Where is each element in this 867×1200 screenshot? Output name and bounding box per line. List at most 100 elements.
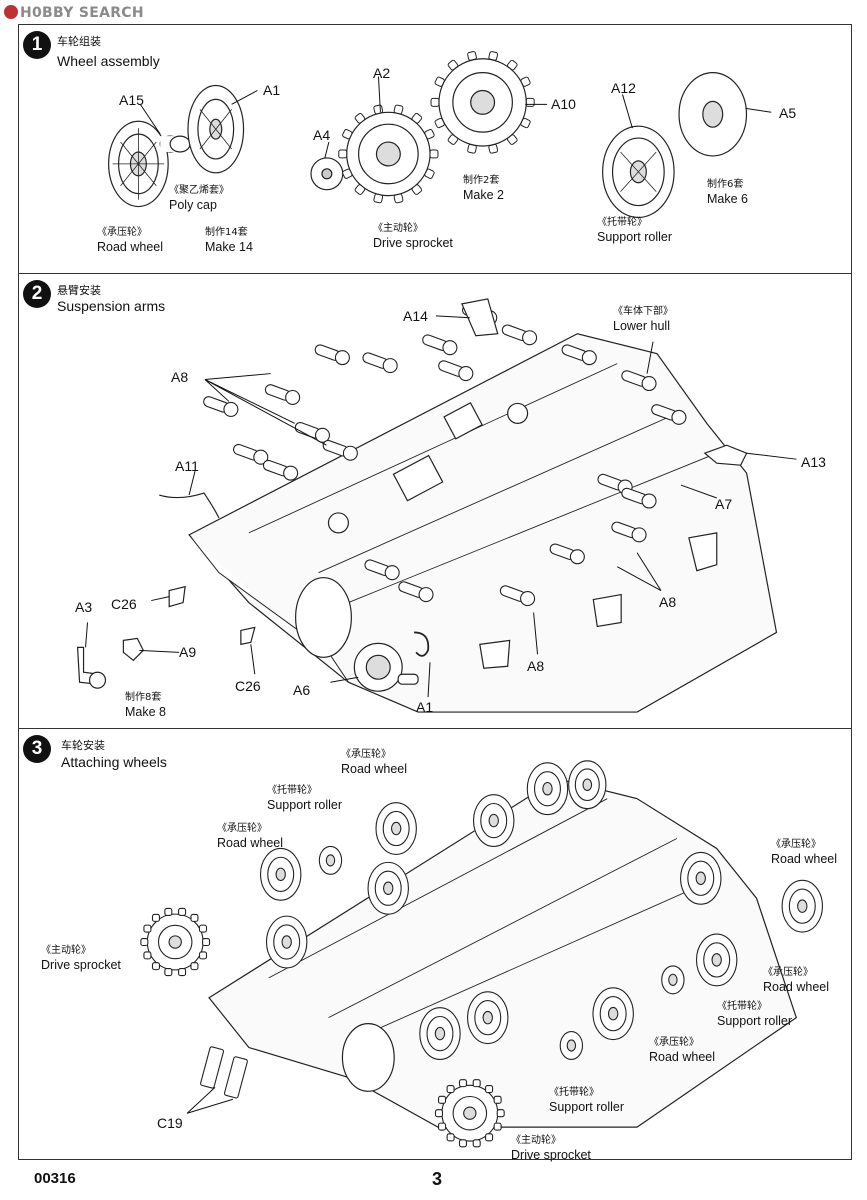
label-A14: A14 (403, 308, 428, 324)
suspension-arms-illustration (76, 298, 797, 713)
callout-road-wheel-2: 《承压轮》 Road wheel (217, 821, 283, 851)
label-A12: A12 (611, 80, 636, 96)
label-A13: A13 (801, 454, 826, 470)
support-roller-caption: 《托带轮》 Support roller (597, 215, 672, 245)
callout-support-roller-2: 《托带轮》 Support roller (717, 999, 792, 1029)
callout-road-wheel-3-en: Road wheel (771, 852, 838, 866)
poly-cap-cn: 《聚乙烯套》 (169, 185, 229, 196)
callout-support-roller-2-cn: 《托带轮》 (717, 1001, 767, 1012)
wheel-assembly-illustration (108, 51, 772, 219)
step-2-title-cn: 悬臂安装 (57, 284, 101, 297)
watermark: H0BBY SEARCH (4, 5, 144, 21)
poly-cap-caption: 《聚乙烯套》 Poly cap (169, 183, 229, 213)
label-C26-bottom: C26 (235, 678, 261, 694)
label-A11: A11 (175, 458, 199, 474)
make-8-en: Make 8 (125, 705, 166, 719)
callout-support-roller-1-cn: 《托带轮》 (267, 785, 317, 796)
page-number: 3 (432, 1169, 443, 1189)
label-A10: A10 (551, 96, 576, 112)
drive-sprocket-make-cn: 制作2套 (463, 175, 500, 186)
step-3-title-en: Attaching wheels (61, 754, 167, 770)
label-A3: A3 (75, 599, 93, 615)
support-roller-cn: 《托带轮》 (597, 217, 647, 228)
road-wheel-make: 制作14套 Make 14 (205, 225, 253, 255)
step-1-number: 1 (23, 31, 51, 59)
step-2-title-en: Suspension arms (57, 298, 166, 314)
watermark-text: H0BBY SEARCH (20, 5, 144, 21)
drive-sprocket-cn: 《主动轮》 (373, 223, 423, 234)
support-roller-make: 制作6套 Make 6 (707, 177, 748, 207)
road-wheel-caption: 《承压轮》 Road wheel (97, 225, 163, 255)
label-A6: A6 (293, 682, 311, 698)
watermark-logo-icon (4, 5, 18, 19)
callout-road-wheel-4: 《承压轮》 Road wheel (763, 965, 829, 995)
label-C26-left: C26 (111, 596, 137, 612)
label-A4: A4 (313, 127, 331, 143)
road-wheel-en: Road wheel (97, 240, 164, 254)
callout-road-wheel-1: 《承压轮》 Road wheel (341, 747, 407, 777)
callout-drive-sprocket-2-cn: 《主动轮》 (511, 1135, 561, 1146)
road-wheel-make-cn: 制作14套 (205, 227, 248, 238)
label-A8-top: A8 (171, 369, 189, 385)
callout-road-wheel-2-en: Road wheel (217, 836, 284, 850)
drive-sprocket-en: Drive sprocket (373, 236, 453, 250)
support-roller-drawing (602, 72, 748, 219)
label-A5: A5 (779, 105, 797, 121)
product-code: 00316 (34, 1170, 76, 1187)
support-roller-en: Support roller (597, 230, 673, 244)
support-roller-make-en: Make 6 (707, 192, 748, 206)
callout-support-roller-3: 《托带轮》 Support roller (549, 1085, 624, 1115)
label-A1: A1 (263, 82, 281, 98)
drive-sprocket-drawing (310, 51, 535, 204)
callout-road-wheel-3: 《承压轮》 Road wheel (771, 837, 837, 867)
step-1-panel: 1 车轮组装 Wheel assembly (18, 24, 852, 274)
callout-road-wheel-5: 《承压轮》 Road wheel (649, 1035, 715, 1065)
road-wheel-make-en: Make 14 (205, 240, 253, 254)
drive-sprocket-make: 制作2套 Make 2 (463, 173, 504, 203)
callout-road-wheel-1-en: Road wheel (341, 762, 408, 776)
callout-support-roller-1: 《托带轮》 Support roller (267, 783, 342, 813)
callout-support-roller-3-cn: 《托带轮》 (549, 1087, 599, 1098)
label-A8-right: A8 (659, 594, 677, 610)
make-8-cn: 制作8套 (125, 692, 162, 703)
callout-drive-sprocket-1: 《主动轮》 Drive sprocket (41, 943, 121, 973)
callout-support-roller-2-en: Support roller (717, 1014, 793, 1028)
label-A9: A9 (179, 644, 197, 660)
step-1-title-en: Wheel assembly (57, 53, 160, 69)
road-wheel-cn: 《承压轮》 (97, 227, 147, 238)
callout-support-roller-1-en: Support roller (267, 798, 343, 812)
label-A15: A15 (119, 92, 144, 108)
callout-road-wheel-2-cn: 《承压轮》 (217, 823, 267, 834)
step-3-title-cn: 车轮安装 (61, 739, 105, 752)
label-A2: A2 (373, 65, 391, 81)
callout-road-wheel-4-en: Road wheel (763, 980, 830, 994)
step-3-panel: 3 车轮安装 Attaching wheels 《承压轮》 Road wheel… (18, 728, 852, 1163)
step-2-number: 2 (23, 280, 51, 308)
step-3-number: 3 (23, 735, 51, 763)
drive-sprocket-make-en: Make 2 (463, 188, 504, 202)
callout-drive-sprocket-1-en: Drive sprocket (41, 958, 121, 972)
label-A8-bottom: A8 (527, 658, 545, 674)
callout-road-wheel-1-cn: 《承压轮》 (341, 749, 391, 760)
callout-support-roller-3-en: Support roller (549, 1100, 625, 1114)
lower-hull-en: Lower hull (613, 319, 670, 333)
callout-drive-sprocket-2-en: Drive sprocket (511, 1148, 591, 1162)
step-2-panel: 2 悬臂安装 Suspension arms (18, 273, 852, 729)
callout-road-wheel-5-cn: 《承压轮》 (649, 1037, 699, 1048)
callout-road-wheel-5-en: Road wheel (649, 1050, 716, 1064)
attaching-wheels-illustration (140, 760, 824, 1148)
callout-drive-sprocket-2: 《主动轮》 Drive sprocket (511, 1133, 591, 1163)
make-8-caption: 制作8套 Make 8 (125, 690, 166, 720)
callout-road-wheel-3-cn: 《承压轮》 (771, 839, 821, 850)
support-roller-make-cn: 制作6套 (707, 179, 744, 190)
drive-sprocket-caption: 《主动轮》 Drive sprocket (373, 221, 453, 251)
road-wheel-drawing (108, 84, 245, 208)
callout-road-wheel-4-cn: 《承压轮》 (763, 967, 813, 978)
label-A1: A1 (416, 699, 434, 715)
lower-hull-caption: 《车体下部》 Lower hull (613, 304, 673, 334)
label-A7: A7 (715, 496, 733, 512)
callout-drive-sprocket-1-cn: 《主动轮》 (41, 945, 91, 956)
step-1-title-cn: 车轮组装 (57, 35, 101, 48)
lower-hull-cn: 《车体下部》 (613, 306, 673, 317)
label-C19: C19 (157, 1115, 183, 1131)
